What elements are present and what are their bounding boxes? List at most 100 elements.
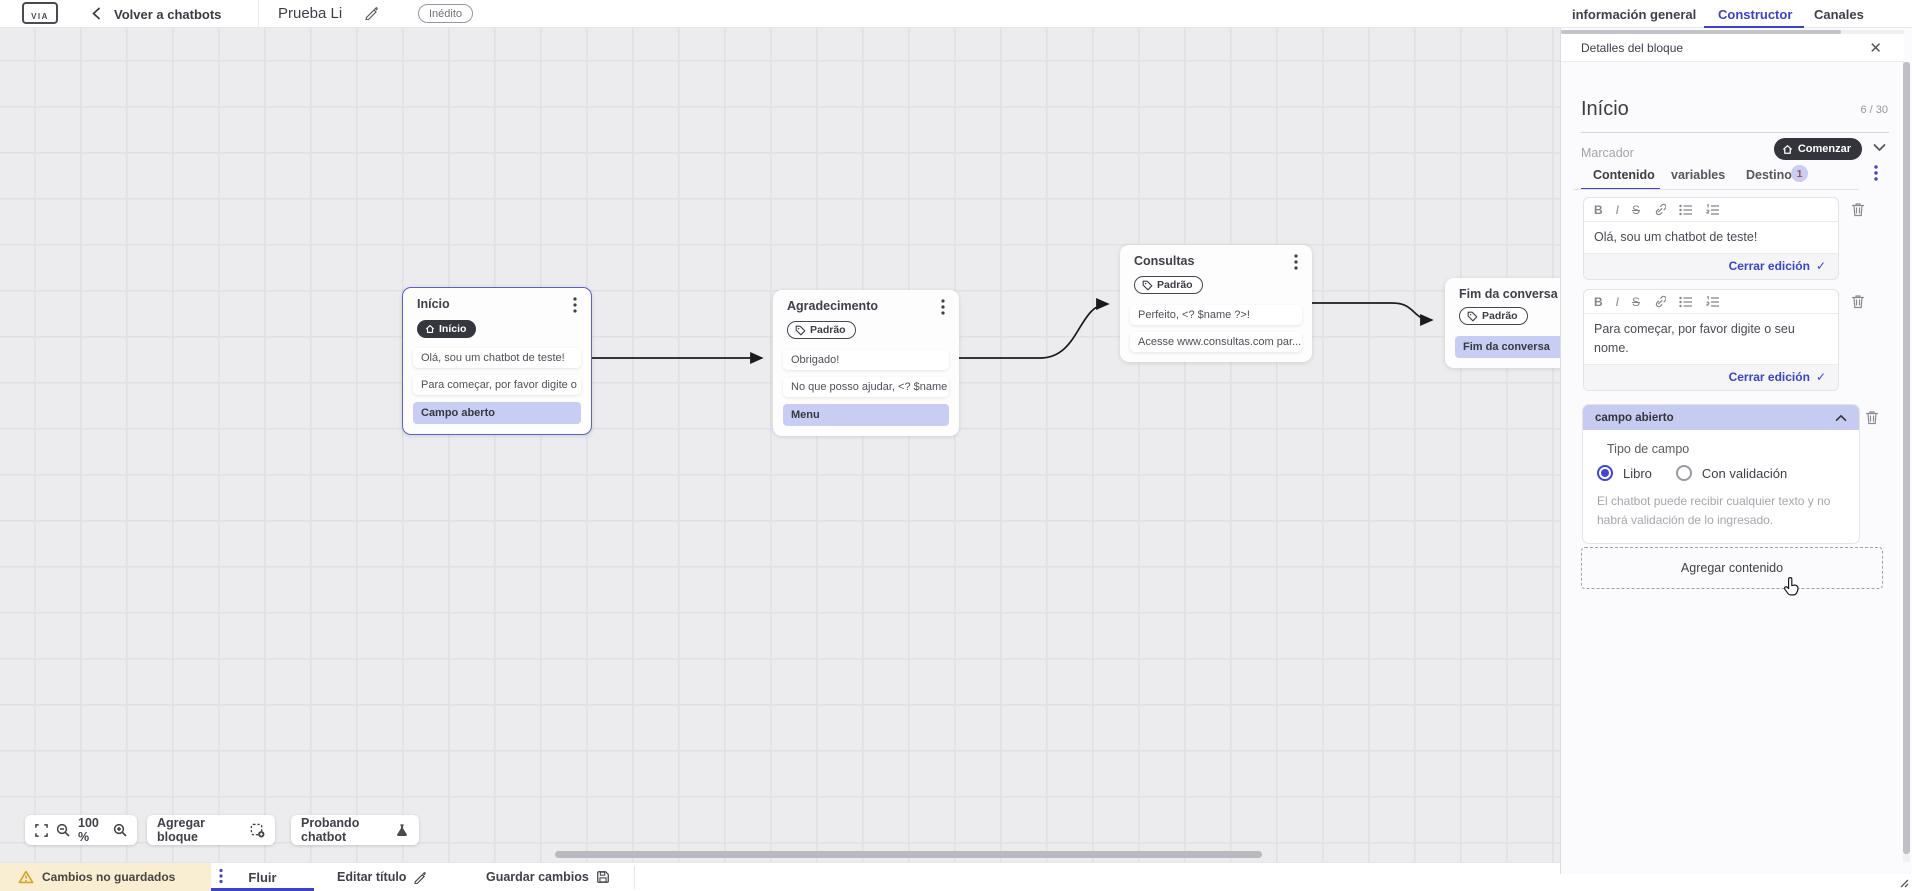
delete-message-icon[interactable] [1851, 294, 1865, 309]
home-icon [1782, 144, 1792, 154]
edit-title-button[interactable]: Editar título [337, 863, 427, 891]
link-icon[interactable] [1653, 203, 1667, 216]
tab-label: información general [1572, 6, 1697, 22]
radio-con-validacion-label[interactable]: Con validación [1701, 465, 1788, 481]
node-fim-da-conversa[interactable]: Fim da conversa Padrão Fim da conversa [1445, 278, 1560, 368]
bottom-bar-divider [634, 866, 635, 889]
bullet-list-icon[interactable] [1679, 296, 1693, 308]
node-content-item[interactable]: Para começar, por favor digite o ... [413, 375, 581, 395]
flow-canvas[interactable]: Início Início Olá, sou um chatbot de tes… [0, 28, 1560, 862]
add-block-button[interactable]: Agregar bloque [147, 815, 275, 845]
title-underline [1581, 132, 1889, 133]
badge-label: Início [439, 323, 467, 335]
marker-value-pill[interactable]: Comenzar [1773, 138, 1862, 160]
panel-bottom-strip [1560, 874, 1912, 891]
node-open-field-item[interactable]: Campo aberto [413, 402, 581, 424]
radio-libro[interactable] [1597, 465, 1613, 481]
flask-icon [395, 823, 409, 837]
tab-informacion-general[interactable]: información general [1572, 0, 1696, 28]
tab-destino[interactable]: Destino [1746, 168, 1792, 182]
tab-fluir[interactable]: Fluir [211, 863, 314, 891]
back-to-chatbots-label[interactable]: Volver a chatbots [114, 7, 222, 22]
test-chatbot-button[interactable]: Probando chatbot [291, 815, 419, 845]
home-icon [425, 325, 435, 333]
bold-button[interactable]: B [1594, 202, 1603, 217]
chevron-down-icon[interactable] [1873, 143, 1886, 152]
block-details-panel: Detalles del bloque ✕ Início 6 / 30 Marc… [1560, 28, 1912, 874]
bullet-list-icon[interactable] [1679, 204, 1693, 216]
node-content-item[interactable]: Obrigado! [783, 349, 949, 370]
open-field-section: campo abierto Tipo de campo Libro Con va… [1583, 405, 1859, 544]
node-menu-kebab-icon[interactable] [573, 297, 577, 313]
tab-variables[interactable]: variables [1671, 168, 1725, 182]
add-content-button[interactable]: Agregar contenido [1581, 547, 1883, 589]
delete-open-field-icon[interactable] [1865, 410, 1879, 425]
strikethrough-button[interactable]: S [1632, 202, 1641, 217]
node-content-item[interactable]: No que posso ajudar, <? $name ... [783, 376, 949, 397]
node-menu-kebab-icon[interactable] [941, 299, 945, 315]
back-button[interactable] [90, 7, 103, 20]
node-content-item[interactable]: Olá, sou um chatbot de teste! [413, 348, 581, 368]
chatbot-title[interactable]: Prueba Li [278, 5, 343, 22]
panel-top-scrollbar[interactable] [1561, 30, 1904, 34]
zoom-level: 100 % [78, 816, 99, 844]
node-title: Agradecimento [787, 299, 878, 313]
tab-label: Contenido [1593, 168, 1655, 182]
radio-con-validacion[interactable] [1675, 465, 1692, 481]
field-help-text: El chatbot puede recibir cualquier texto… [1597, 494, 1831, 527]
close-edit-link[interactable]: Cerrar edición [1728, 259, 1810, 274]
marker-label: Marcador [1581, 146, 1634, 160]
destino-count-badge: 1 [1791, 165, 1808, 182]
radio-libro-label[interactable]: Libro [1623, 465, 1652, 481]
node-consultas[interactable]: Consultas Padrão Perfeito, <? $name ?>! … [1120, 245, 1312, 362]
app-logo[interactable]: VIA [22, 2, 58, 24]
connector-consultas-fim [1312, 302, 1434, 326]
field-type-label: Tipo de campo [1607, 442, 1690, 456]
tab-label: Destino [1746, 168, 1792, 182]
resize-corner-icon[interactable] [1900, 879, 1909, 888]
zoom-out-icon[interactable] [56, 823, 70, 837]
flow-connectors [592, 298, 1434, 364]
strikethrough-button[interactable]: S [1632, 294, 1641, 309]
italic-button[interactable]: I [1615, 202, 1620, 217]
edit-title-pencil-icon[interactable] [364, 6, 378, 20]
tab-contenido[interactable]: Contenido [1593, 168, 1655, 182]
char-counter: 6 / 30 [1860, 104, 1888, 116]
link-icon[interactable] [1653, 295, 1667, 308]
save-changes-button[interactable]: Guardar cambios [486, 863, 610, 891]
content-kebab-icon[interactable] [1874, 165, 1878, 181]
close-edit-link[interactable]: Cerrar edición [1728, 370, 1810, 384]
node-menu-kebab-icon[interactable] [1294, 254, 1298, 270]
flow-tab-kebab-icon[interactable] [219, 868, 223, 884]
zoom-in-icon[interactable] [113, 823, 127, 837]
node-menu-item[interactable]: Menu [783, 403, 949, 426]
node-inicio[interactable]: Início Início Olá, sou um chatbot de tes… [402, 287, 592, 435]
chevron-up-icon[interactable] [1835, 414, 1847, 422]
close-icon[interactable]: ✕ [1869, 39, 1882, 57]
delete-message-icon[interactable] [1851, 202, 1865, 217]
message-text-input[interactable]: Para começar, por favor digite o seu nom… [1584, 314, 1838, 364]
default-badge: Padrão [1459, 307, 1528, 325]
block-title-input[interactable]: Início [1581, 98, 1629, 120]
edit-title-label: Editar título [337, 870, 407, 884]
pencil-icon [414, 871, 427, 884]
node-content-item[interactable]: Acesse www.consultas.com par... [1130, 331, 1302, 352]
node-agradecimento[interactable]: Agradecimento Padrão Obrigado! No que po… [773, 290, 959, 436]
bold-button[interactable]: B [1594, 294, 1603, 309]
italic-button[interactable]: I [1615, 294, 1620, 309]
numbered-list-icon[interactable] [1706, 295, 1720, 308]
message-text-input[interactable]: Olá, sou um chatbot de teste! [1584, 222, 1838, 253]
default-badge: Padrão [1134, 276, 1203, 294]
status-badge: Inédito [418, 4, 474, 23]
chevron-left-icon [92, 7, 100, 20]
fit-screen-icon[interactable] [35, 823, 48, 837]
numbered-list-icon[interactable] [1706, 203, 1720, 216]
open-field-header[interactable]: campo abierto [1583, 405, 1859, 430]
tab-constructor[interactable]: Constructor [1718, 0, 1792, 28]
canvas-horizontal-scrollbar[interactable] [555, 851, 1262, 858]
tab-canales[interactable]: Canales [1814, 0, 1864, 28]
node-content-item[interactable]: Perfeito, <? $name ?>! [1130, 304, 1302, 325]
panel-vertical-scrollbar[interactable] [1903, 62, 1910, 862]
node-end-item[interactable]: Fim da conversa [1455, 335, 1560, 358]
